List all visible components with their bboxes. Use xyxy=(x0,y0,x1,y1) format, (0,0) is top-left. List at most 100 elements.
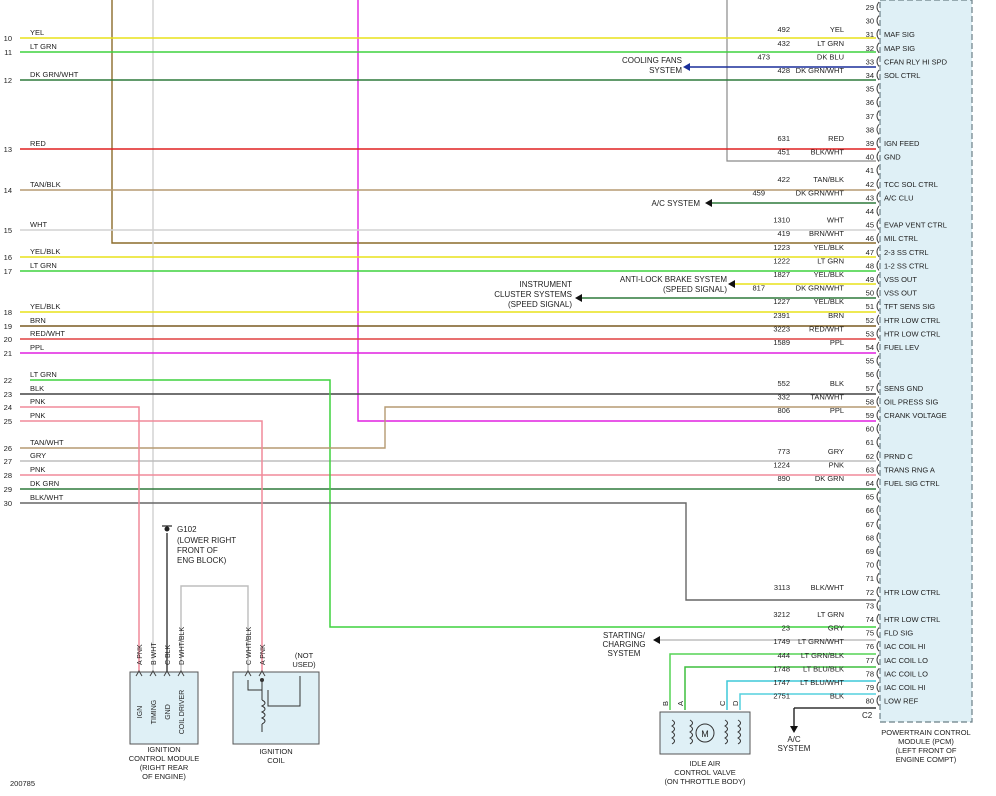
pin-terminal xyxy=(876,668,880,679)
pcm-pin-label: CFAN RLY HI SPD xyxy=(884,57,948,66)
circuit-color-label: BLK/WHT xyxy=(811,583,845,592)
left-wire-label: YEL xyxy=(30,28,44,37)
circuit-color-label: BRN/WHT xyxy=(809,229,844,238)
pcm-pin-number: 30 xyxy=(866,17,874,26)
pin-terminal xyxy=(876,300,880,312)
circuit-color-label: GRY xyxy=(828,624,844,633)
pcm-pin-number: 44 xyxy=(866,207,874,216)
pcm-pin-number: 48 xyxy=(866,261,874,270)
left-row-number: 12 xyxy=(4,76,12,85)
pin-terminal xyxy=(876,464,880,475)
circuit-number: 3113 xyxy=(774,583,790,592)
circuit-number: 2391 xyxy=(773,311,790,320)
pcm-pin-number: 61 xyxy=(866,438,874,447)
icm-caption: OF ENGINE) xyxy=(142,772,186,781)
circuit-number: 451 xyxy=(777,148,790,157)
circuit-number: 1749 xyxy=(773,637,790,646)
iac-motor-letter: M xyxy=(701,729,709,739)
circuit-number: 428 xyxy=(777,66,790,75)
pin-terminal xyxy=(876,83,880,94)
coil-pin-label: C WHT/BLK xyxy=(246,627,253,665)
pin-terminal xyxy=(876,69,880,81)
wire-blk-wht-72 xyxy=(20,502,876,601)
cooling-fans-label: SYSTEM xyxy=(649,66,682,75)
circuit-color-label: GRY xyxy=(828,447,844,456)
pin-terminal xyxy=(876,559,880,570)
pcm-pin-label: HTR LOW CTRL xyxy=(884,588,940,597)
pcm-pin-number: 66 xyxy=(866,506,874,515)
left-row-number: 24 xyxy=(4,403,12,412)
pin-terminal xyxy=(876,681,880,693)
left-row-number: 14 xyxy=(4,186,12,195)
pcm-pin-label: IAC COIL HI xyxy=(884,683,925,692)
circuit-color-label: DK GRN/WHT xyxy=(796,284,845,293)
pcm-module-box xyxy=(879,0,973,723)
circuit-color-label: LT BLU/BLK xyxy=(803,664,844,673)
iac-motor-symbol xyxy=(695,723,715,743)
pcm-pin-number: 42 xyxy=(866,180,874,189)
circuit-number: 444 xyxy=(777,651,790,660)
pin-terminal xyxy=(876,328,880,339)
circuit-number: 332 xyxy=(777,392,790,401)
starting-system-label: CHARGING xyxy=(602,640,645,649)
not-used-label: (NOT xyxy=(295,651,314,660)
pcm-pin-number: 78 xyxy=(866,669,874,678)
pcm-pin-number: 69 xyxy=(866,547,874,556)
circuit-number: 552 xyxy=(777,379,790,388)
left-wire-label: BLK xyxy=(30,384,44,393)
pin-terminal xyxy=(876,545,880,557)
left-wire-label: BLK/WHT xyxy=(30,493,64,502)
wire-iac-a xyxy=(684,666,876,710)
pcm-pin-label: HTR LOW CTRL xyxy=(884,329,940,338)
circuit-color-label: YEL/BLK xyxy=(814,243,844,252)
left-row-number: 15 xyxy=(4,226,12,235)
pcm-pin-number: 70 xyxy=(866,561,874,570)
gnd-trunk xyxy=(726,0,876,162)
pcm-pin-number: 58 xyxy=(866,397,874,406)
pcm-pin-number: 77 xyxy=(866,656,874,665)
pin-terminal xyxy=(876,518,880,530)
pcm-pin-number: 72 xyxy=(866,588,874,597)
pcm-pin-label: FUEL LEV xyxy=(884,343,919,352)
icm-inner-label: IGN xyxy=(137,706,144,718)
left-row-number: 18 xyxy=(4,308,12,317)
pin-terminal xyxy=(876,450,880,462)
abs-label: ANTI-LOCK BRAKE SYSTEM xyxy=(620,275,727,284)
left-row-number: 19 xyxy=(4,322,12,331)
left-row-number: 29 xyxy=(4,485,12,494)
pin-terminal xyxy=(876,654,880,666)
coil-pin xyxy=(258,670,266,677)
circuit-color-label: BLK xyxy=(830,692,844,701)
circuit-number: 23 xyxy=(782,624,790,633)
circuit-number: 1224 xyxy=(773,460,790,469)
circuit-number: 432 xyxy=(777,39,790,48)
circuit-color-label: LT GRN/WHT xyxy=(798,637,844,646)
circuit-color-label: PPL xyxy=(830,406,844,415)
circuit-color-label: BLK xyxy=(830,379,844,388)
circuit-color-label: RED/WHT xyxy=(809,324,844,333)
wire-iac-d xyxy=(739,693,876,710)
pcm-pin-label: 2-3 SS CTRL xyxy=(884,248,929,257)
coil-winding xyxy=(260,699,266,725)
left-row-number: 25 xyxy=(4,417,12,426)
circuit-number: 3212 xyxy=(773,610,790,619)
iac-pin-label: C xyxy=(718,700,727,706)
pcm-pin-label: SENS GND xyxy=(884,384,924,393)
pcm-pin-label: A/C CLU xyxy=(884,193,914,202)
left-wire-label: PNK xyxy=(30,411,45,420)
pin-terminal xyxy=(876,613,880,625)
left-wire-label: GRY xyxy=(30,451,46,460)
pin-terminal xyxy=(876,491,880,502)
coil-caption: COIL xyxy=(267,756,285,765)
icm-pin xyxy=(163,670,171,677)
pcm-pin-number: 35 xyxy=(866,85,874,94)
pcm-pin-number: 64 xyxy=(866,479,874,488)
pcm-pin-number: 55 xyxy=(866,357,874,366)
ac-system-low-label: A/C xyxy=(787,735,801,744)
pcm-pin-number: 63 xyxy=(866,465,874,474)
not-used-label: USED) xyxy=(292,660,316,669)
circuit-number: 1310 xyxy=(773,216,790,225)
starting-system-label: SYSTEM xyxy=(608,649,641,658)
circuit-color-label: RED xyxy=(828,134,844,143)
wire-iac-b xyxy=(669,653,876,710)
